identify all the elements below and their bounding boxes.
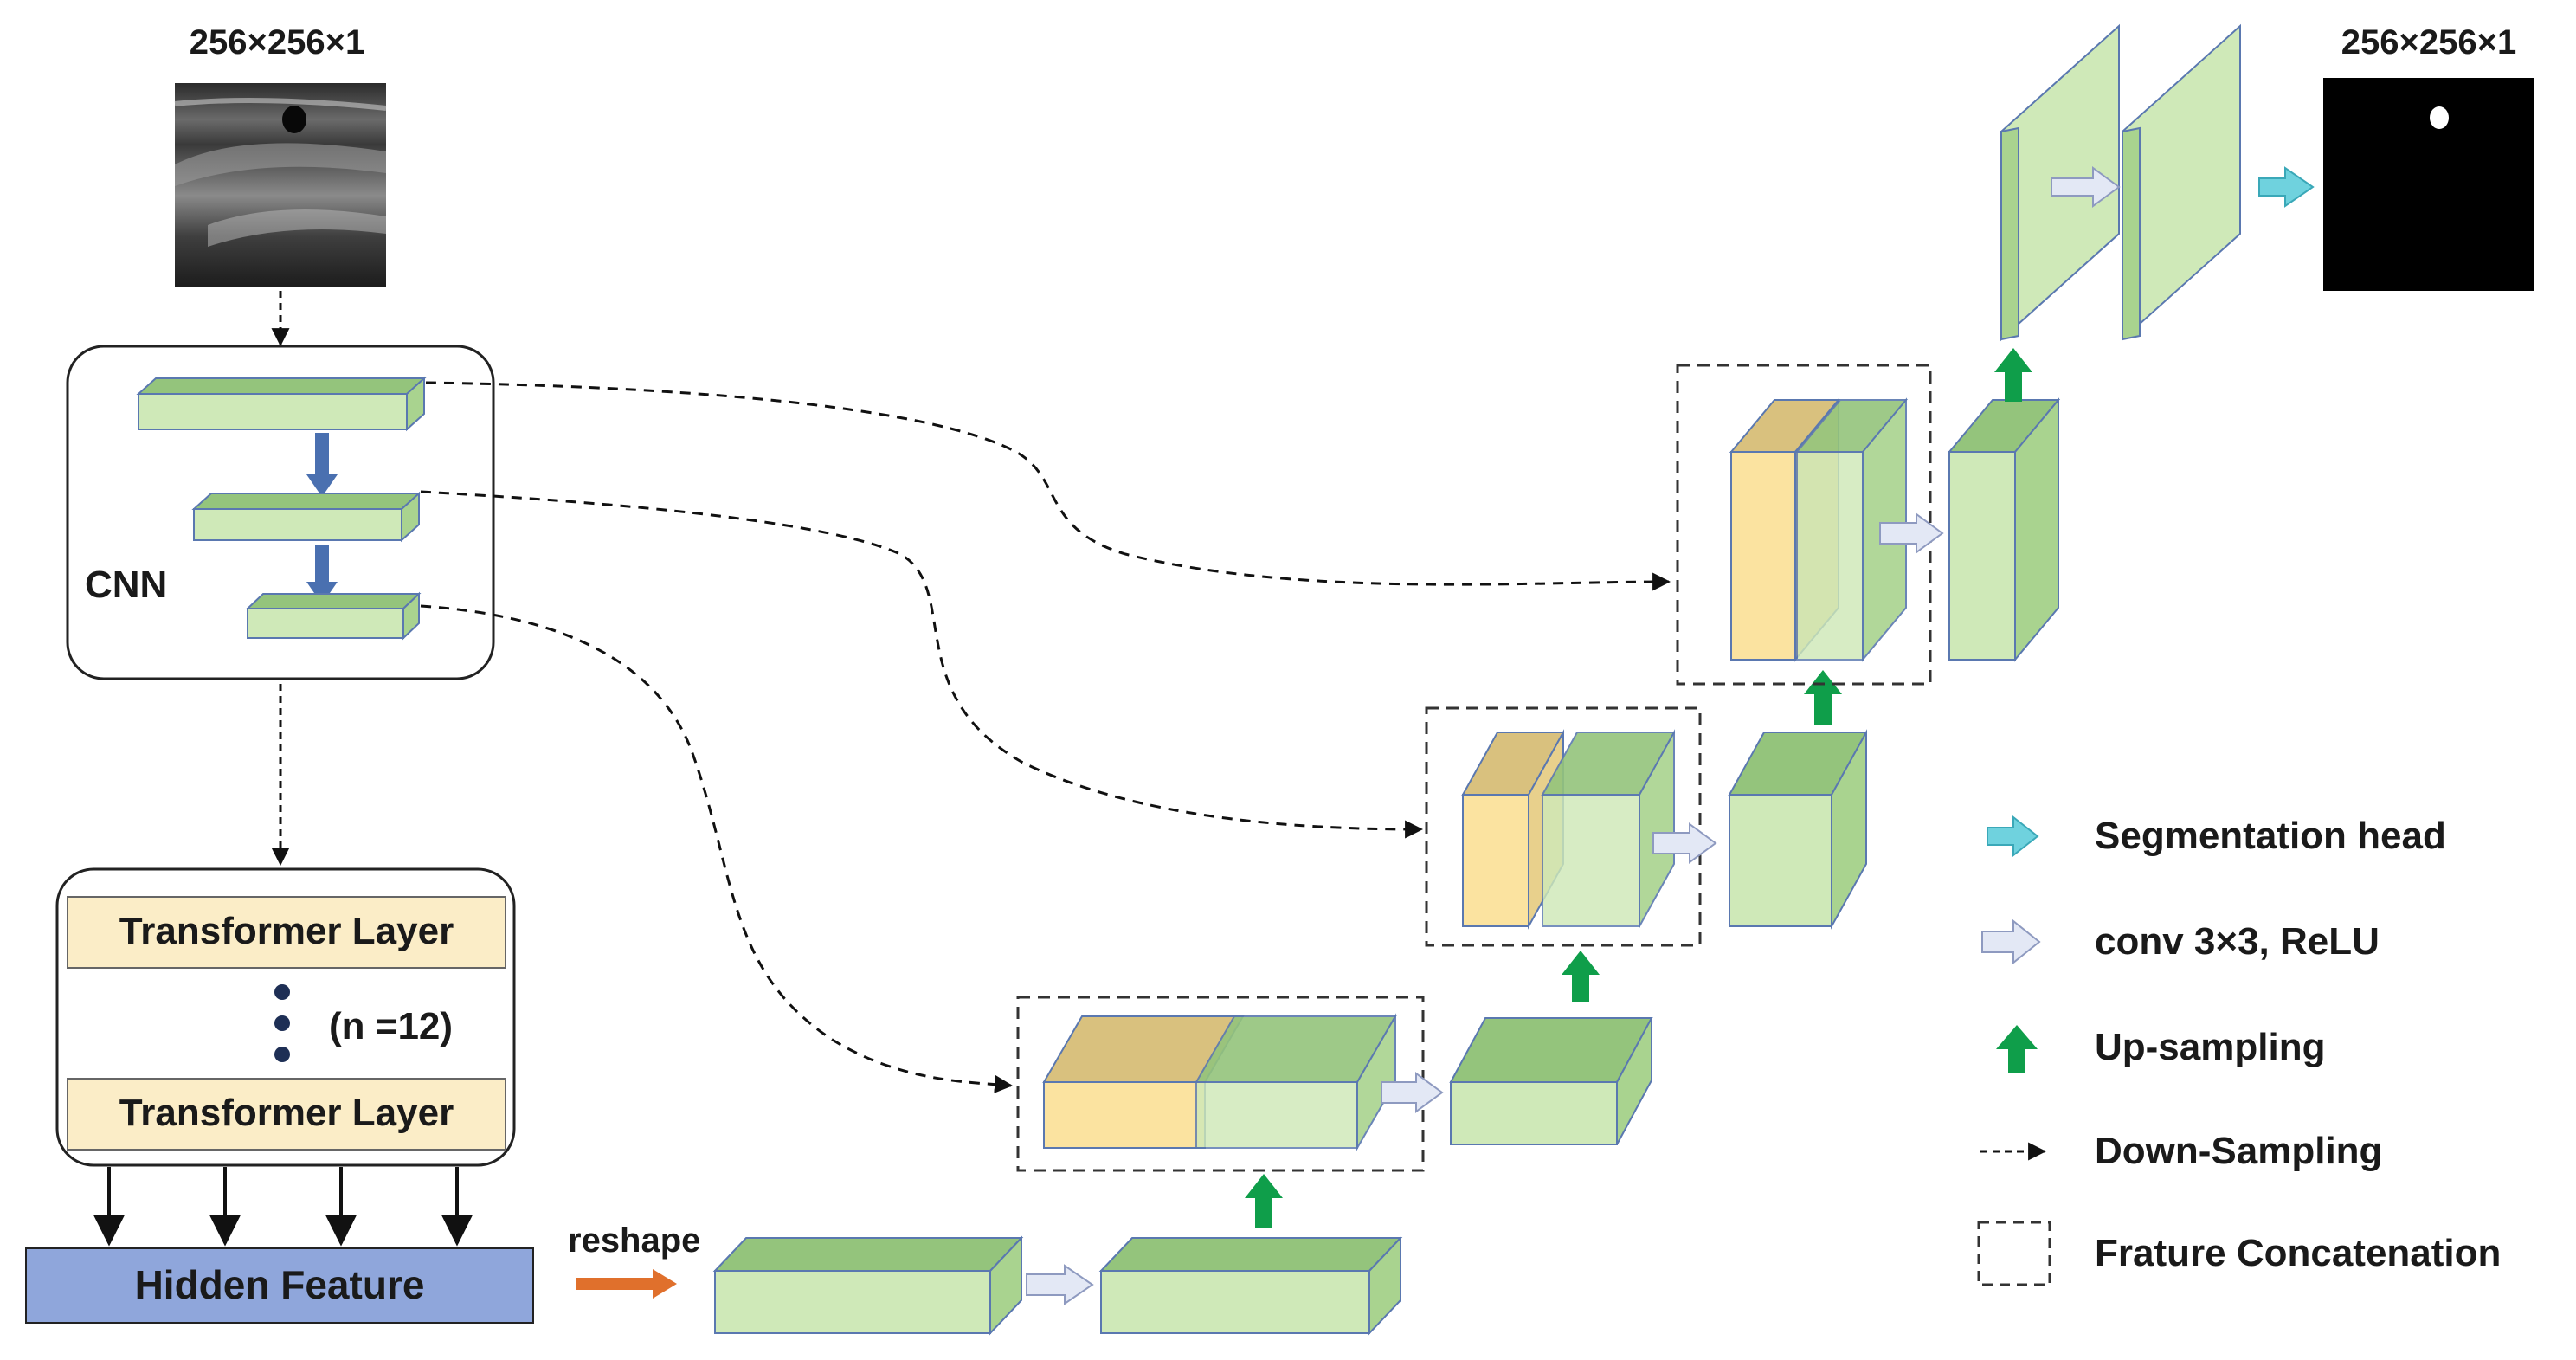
legend-segmentation-head-icon	[1987, 815, 2039, 858]
decoder-block-3	[1947, 397, 2061, 662]
upsample-arrow-2	[1562, 951, 1600, 1002]
upsampled-feature-2	[1541, 729, 1676, 930]
output-mask-image	[2323, 78, 2534, 291]
legend-conv-icon	[1981, 918, 2041, 965]
transformer-layer-top	[67, 896, 506, 969]
legend-concatenation-icon	[1977, 1221, 2051, 1286]
concatenation-box-1	[1016, 996, 1425, 1172]
transformer-layer-top-label: Transformer Layer	[119, 910, 454, 952]
conv-arrow-4	[2051, 166, 2121, 208]
upsampled-feature-3	[1794, 397, 1909, 662]
transformer-output-arrows	[93, 1167, 473, 1247]
legend-concatenation-label: Frature Concatenation	[2095, 1232, 2501, 1274]
final-feature-map-2	[2122, 23, 2241, 342]
output-size-label: 256×256×1	[2341, 23, 2516, 61]
input-size-label: 256×256×1	[190, 23, 364, 61]
legend: Segmentation head conv 3×3, ReLU Up-samp…	[1977, 815, 2501, 1286]
legend-conv-label: conv 3×3, ReLU	[2095, 920, 2380, 963]
cnn-feature-block-1	[136, 376, 427, 432]
conv-arrow-3	[1879, 512, 1944, 554]
transformer-layer-bottom-label: Transformer Layer	[119, 1092, 454, 1134]
cnn-label: CNN	[85, 564, 167, 606]
decoder-block-1	[1449, 1017, 1653, 1145]
decoder-block-reshaped	[712, 1235, 1024, 1336]
legend-upsampling-label: Up-sampling	[2095, 1026, 2325, 1068]
cnn-feature-block-3	[245, 591, 422, 641]
skip-feature-1	[1042, 1015, 1245, 1149]
legend-segmentation-head-label: Segmentation head	[2095, 815, 2446, 857]
transformer-repeat-dots	[274, 984, 290, 1062]
cnn-down-arrow-1	[306, 433, 338, 497]
decoder-block-0	[1098, 1235, 1403, 1336]
transformer-repeat-label: (n =12)	[329, 1005, 453, 1047]
upsample-arrow-4	[1994, 348, 2032, 402]
transformer-layer-bottom	[67, 1078, 506, 1151]
conv-arrow-0	[1026, 1264, 1094, 1305]
concatenation-box-2	[1425, 706, 1702, 947]
skip-connection-1	[425, 381, 1671, 591]
upsample-arrow-3	[1804, 670, 1842, 725]
reshape-label: reshape	[568, 1221, 700, 1260]
skip-connections	[420, 381, 1671, 1093]
hidden-feature-label: Hidden Feature	[135, 1262, 425, 1307]
skip-connection-2	[420, 490, 1424, 839]
segmentation-head-arrow	[2258, 166, 2315, 208]
output-mask-lesion	[2430, 106, 2449, 129]
upsampled-feature-1	[1195, 1013, 1397, 1151]
hidden-feature-box	[25, 1247, 534, 1324]
skip-connection-3	[420, 604, 1014, 1093]
reshape-arrow	[576, 1269, 677, 1299]
upsample-arrow-1	[1245, 1174, 1283, 1228]
concatenation-box-3	[1676, 364, 1932, 686]
legend-upsampling-icon	[1996, 1025, 2038, 1073]
cnn-feature-block-2	[191, 491, 422, 543]
input-ultrasound-image	[174, 83, 387, 287]
conv-arrow-1	[1381, 1072, 1444, 1113]
conv-arrow-2	[1652, 822, 1717, 864]
decoder-block-2	[1728, 729, 1868, 930]
legend-downsampling-label: Down-Sampling	[2095, 1130, 2382, 1172]
